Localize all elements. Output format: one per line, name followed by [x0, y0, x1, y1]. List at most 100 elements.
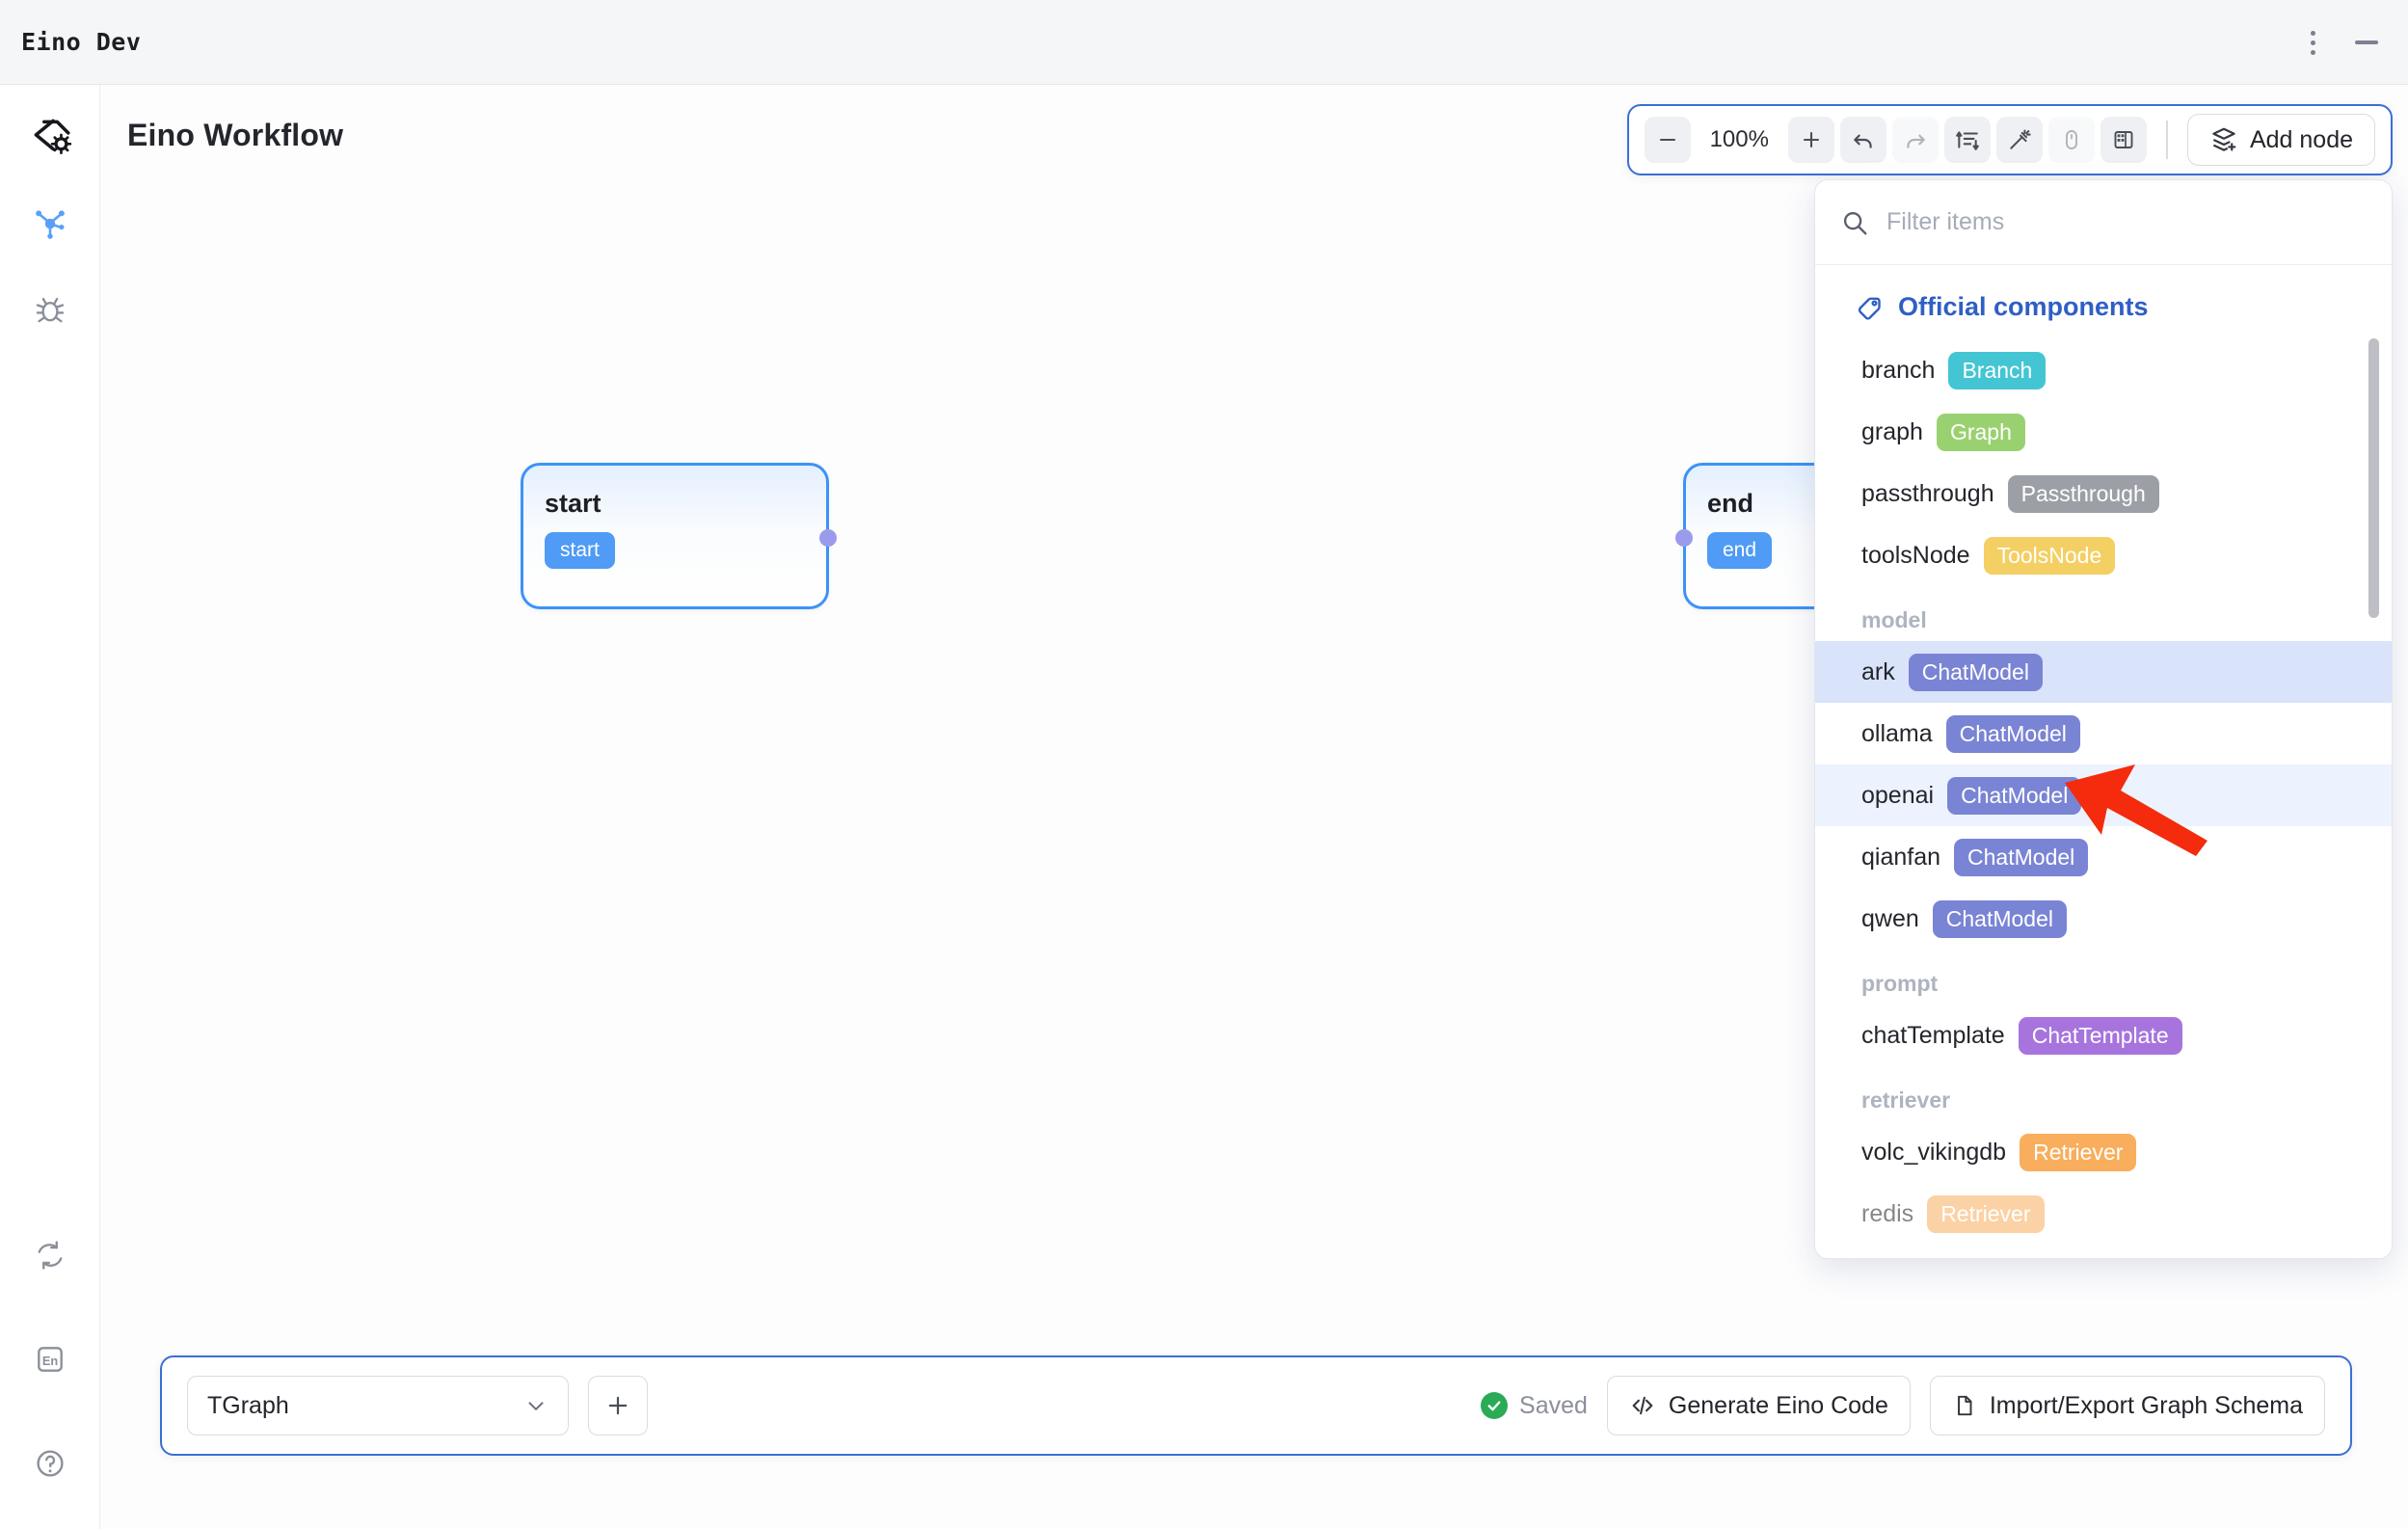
component-type-badge: ToolsNode	[1983, 536, 2116, 575]
component-type-badge: Passthrough	[2007, 474, 2159, 513]
component-name: chatTemplate	[1861, 1021, 2005, 1049]
eino-logo-icon	[23, 110, 77, 164]
component-name: openai	[1861, 781, 1935, 809]
list-item-volc-vikingdb[interactable]: volc_vikingdb Retriever	[1815, 1121, 2392, 1183]
component-type-badge: ChatModel	[1947, 776, 2082, 815]
language-en-icon[interactable]: En	[23, 1332, 77, 1386]
status-badge: Saved	[1481, 1392, 1588, 1420]
list-item-graph[interactable]: graph Graph	[1815, 401, 2392, 463]
panel-layout-button[interactable]	[2100, 117, 2147, 163]
sidebar-item-graph[interactable]	[23, 197, 77, 251]
component-name: ollama	[1861, 719, 1933, 747]
list-item-branch[interactable]: branch Branch	[1815, 339, 2392, 401]
component-name: volc_vikingdb	[1861, 1138, 2007, 1166]
list-item-openai[interactable]: openai ChatModel	[1815, 764, 2392, 826]
component-name: graph	[1861, 417, 1923, 445]
add-node-button[interactable]: Add node	[2186, 114, 2375, 166]
undo-button[interactable]	[1839, 117, 1886, 163]
component-name: passthrough	[1861, 479, 1994, 507]
node-end-title: end	[1707, 489, 1754, 518]
page-title: Eino Workflow	[127, 118, 344, 152]
add-node-label: Add node	[2249, 125, 2353, 153]
component-type-badge: ChatModel	[1932, 899, 2067, 938]
component-type-badge: ChatTemplate	[2018, 1016, 2182, 1055]
canvas-toolbar: 100%	[1626, 104, 2393, 175]
document-icon	[1952, 1393, 1977, 1418]
node-start-title: start	[545, 489, 602, 518]
code-brackets-icon	[1629, 1392, 1656, 1419]
generate-eino-code-button[interactable]: Generate Eino Code	[1606, 1376, 1911, 1435]
list-item-qwen[interactable]: qwen ChatModel	[1815, 888, 2392, 950]
kebab-menu-icon[interactable]	[2300, 28, 2325, 57]
rail-bottom-group: En	[23, 1178, 77, 1529]
node-end-badge: end	[1707, 532, 1773, 569]
component-name: ark	[1861, 657, 1895, 685]
component-name: qianfan	[1861, 843, 1941, 871]
node-start-port-right[interactable]	[819, 529, 837, 547]
zoom-out-button[interactable]	[1644, 117, 1691, 163]
component-type-badge: Retriever	[2020, 1133, 2137, 1171]
sync-icon[interactable]	[23, 1228, 77, 1282]
bottom-toolbar: TGraph Saved Generate Eino Code	[160, 1355, 2352, 1456]
search-icon	[1840, 208, 1869, 237]
canvas-grid	[100, 368, 2408, 372]
list-item-toolsnode[interactable]: toolsNode ToolsNode	[1815, 524, 2392, 586]
list-item-ollama[interactable]: ollama ChatModel	[1815, 703, 2392, 764]
layers-plus-icon	[2209, 125, 2238, 154]
help-circle-icon[interactable]	[23, 1436, 77, 1490]
generate-eino-code-label: Generate Eino Code	[1668, 1391, 1888, 1419]
svg-text:En: En	[41, 1354, 57, 1368]
zoom-in-button[interactable]	[1787, 117, 1834, 163]
component-name: branch	[1861, 356, 1936, 384]
component-name: toolsNode	[1861, 541, 1970, 569]
list-item-passthrough[interactable]: passthrough Passthrough	[1815, 463, 2392, 524]
component-type-badge: Graph	[1936, 413, 2025, 451]
zoom-level: 100%	[1709, 126, 1769, 152]
list-item-qianfan[interactable]: qianfan ChatModel	[1815, 826, 2392, 888]
redo-button[interactable]	[1891, 117, 1939, 163]
filter-items-input[interactable]	[1886, 208, 2330, 236]
official-components-header: Official components	[1815, 273, 2392, 339]
component-type-badge: ChatModel	[1945, 714, 2080, 753]
component-name: qwen	[1861, 904, 1919, 932]
panel-scrollbar-thumb[interactable]	[2368, 338, 2379, 618]
component-type-badge: ChatModel	[1954, 838, 2089, 876]
node-start[interactable]: start start	[521, 463, 837, 609]
window-controls	[2300, 0, 2383, 85]
pointer-mode-button[interactable]	[2047, 117, 2095, 163]
component-type-badge: Branch	[1948, 351, 2047, 389]
app-title: Eino Dev	[21, 28, 142, 56]
sidebar-item-debug[interactable]	[23, 283, 77, 337]
import-export-schema-button[interactable]: Import/Export Graph Schema	[1929, 1376, 2325, 1435]
tag-icon	[1856, 293, 1885, 322]
minimize-icon[interactable]	[2350, 28, 2383, 57]
group-label-retriever: retriever	[1861, 1087, 1951, 1113]
left-rail: En	[0, 85, 100, 1529]
graph-select-value: TGraph	[207, 1391, 289, 1419]
component-name: redis	[1861, 1199, 1914, 1227]
component-type-badge: ChatModel	[1908, 653, 2043, 691]
add-graph-button[interactable]	[588, 1376, 648, 1435]
graph-select[interactable]: TGraph	[187, 1376, 569, 1435]
official-components-label: Official components	[1898, 292, 2149, 321]
bottom-actions: Saved Generate Eino Code Import/Export G…	[1481, 1376, 2325, 1435]
component-list[interactable]: Official components branch Branch graph …	[1815, 265, 2392, 1258]
list-item-redis[interactable]: redis Retriever	[1815, 1183, 2392, 1245]
panel-search-bar	[1815, 180, 2392, 265]
check-circle-icon	[1481, 1392, 1509, 1419]
magic-wand-button[interactable]	[1995, 117, 2043, 163]
component-picker-panel: Official components branch Branch graph …	[1814, 179, 2393, 1259]
auto-layout-button[interactable]	[1943, 117, 1991, 163]
list-item-ark[interactable]: ark ChatModel	[1815, 641, 2392, 703]
component-type-badge: Retriever	[1927, 1194, 2045, 1233]
list-item-chattemplate[interactable]: chatTemplate ChatTemplate	[1815, 1005, 2392, 1066]
status-label: Saved	[1519, 1391, 1588, 1419]
toolbar-divider	[2165, 121, 2168, 159]
node-end-port-left[interactable]	[1675, 529, 1693, 547]
group-label-prompt: prompt	[1861, 971, 1939, 996]
chevron-down-icon	[523, 1393, 548, 1418]
group-label-model: model	[1861, 607, 1927, 632]
panel-scrollbar[interactable]	[2367, 265, 2382, 1258]
import-export-schema-label: Import/Export Graph Schema	[1989, 1391, 2303, 1419]
